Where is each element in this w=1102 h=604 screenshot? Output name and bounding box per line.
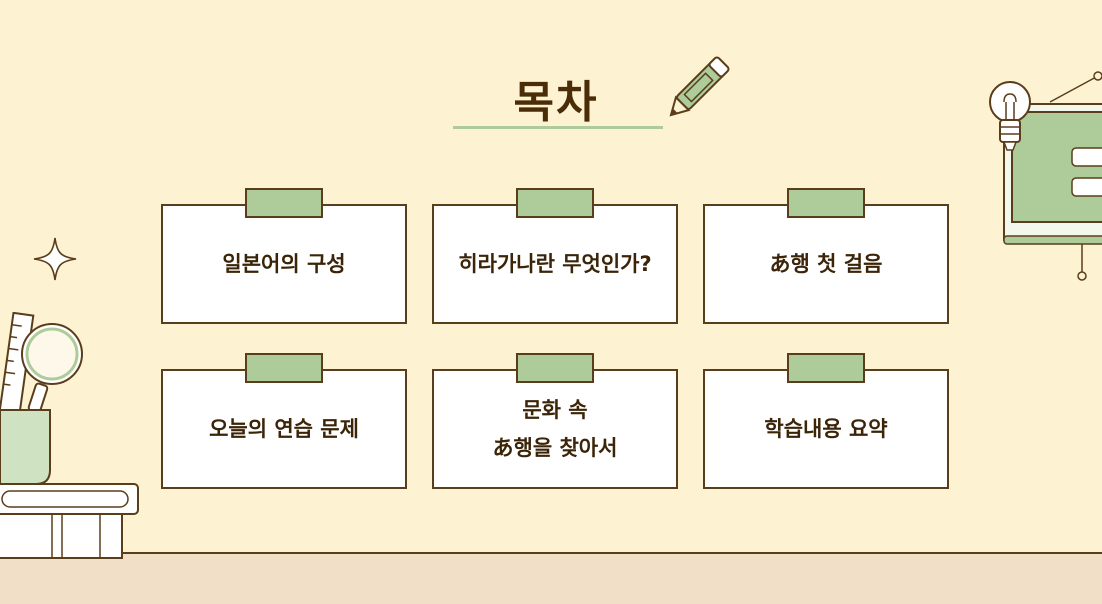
toc-card-label: 문화 속 あ행을 찾아서 bbox=[492, 398, 618, 460]
magnifier-icon bbox=[21, 323, 83, 414]
title-underline bbox=[453, 126, 663, 129]
toc-card-label: 히라가나란 무엇인가? bbox=[458, 252, 652, 276]
pencil-cup-icon bbox=[0, 409, 51, 485]
tape-strip bbox=[516, 353, 594, 383]
toc-card-5[interactable]: 문화 속 あ행을 찾아서 bbox=[432, 369, 678, 489]
tape-strip bbox=[787, 353, 865, 383]
toc-card-label: あ행 첫 걸음 bbox=[769, 252, 883, 276]
toc-card-4[interactable]: 오늘의 연습 문제 bbox=[161, 369, 407, 489]
pencil-icon bbox=[669, 56, 730, 117]
tape-strip bbox=[245, 353, 323, 383]
toc-card-label: 일본어의 구성 bbox=[222, 252, 346, 276]
toc-card-6[interactable]: 학습내용 요약 bbox=[703, 369, 949, 489]
books-icon bbox=[0, 483, 139, 559]
sparkle-icon bbox=[33, 237, 77, 281]
tape-strip bbox=[245, 188, 323, 218]
tape-strip bbox=[787, 188, 865, 218]
tape-strip bbox=[516, 188, 594, 218]
toc-card-1[interactable]: 일본어의 구성 bbox=[161, 204, 407, 324]
floor-strip bbox=[0, 552, 1102, 604]
lightbulb-icon bbox=[989, 81, 1031, 151]
toc-card-2[interactable]: 히라가나란 무엇인가? bbox=[432, 204, 678, 324]
toc-card-3[interactable]: あ행 첫 걸음 bbox=[703, 204, 949, 324]
toc-card-label: 학습내용 요약 bbox=[764, 417, 888, 441]
toc-card-label: 오늘의 연습 문제 bbox=[209, 417, 359, 441]
page-title: 목차 bbox=[513, 77, 599, 128]
